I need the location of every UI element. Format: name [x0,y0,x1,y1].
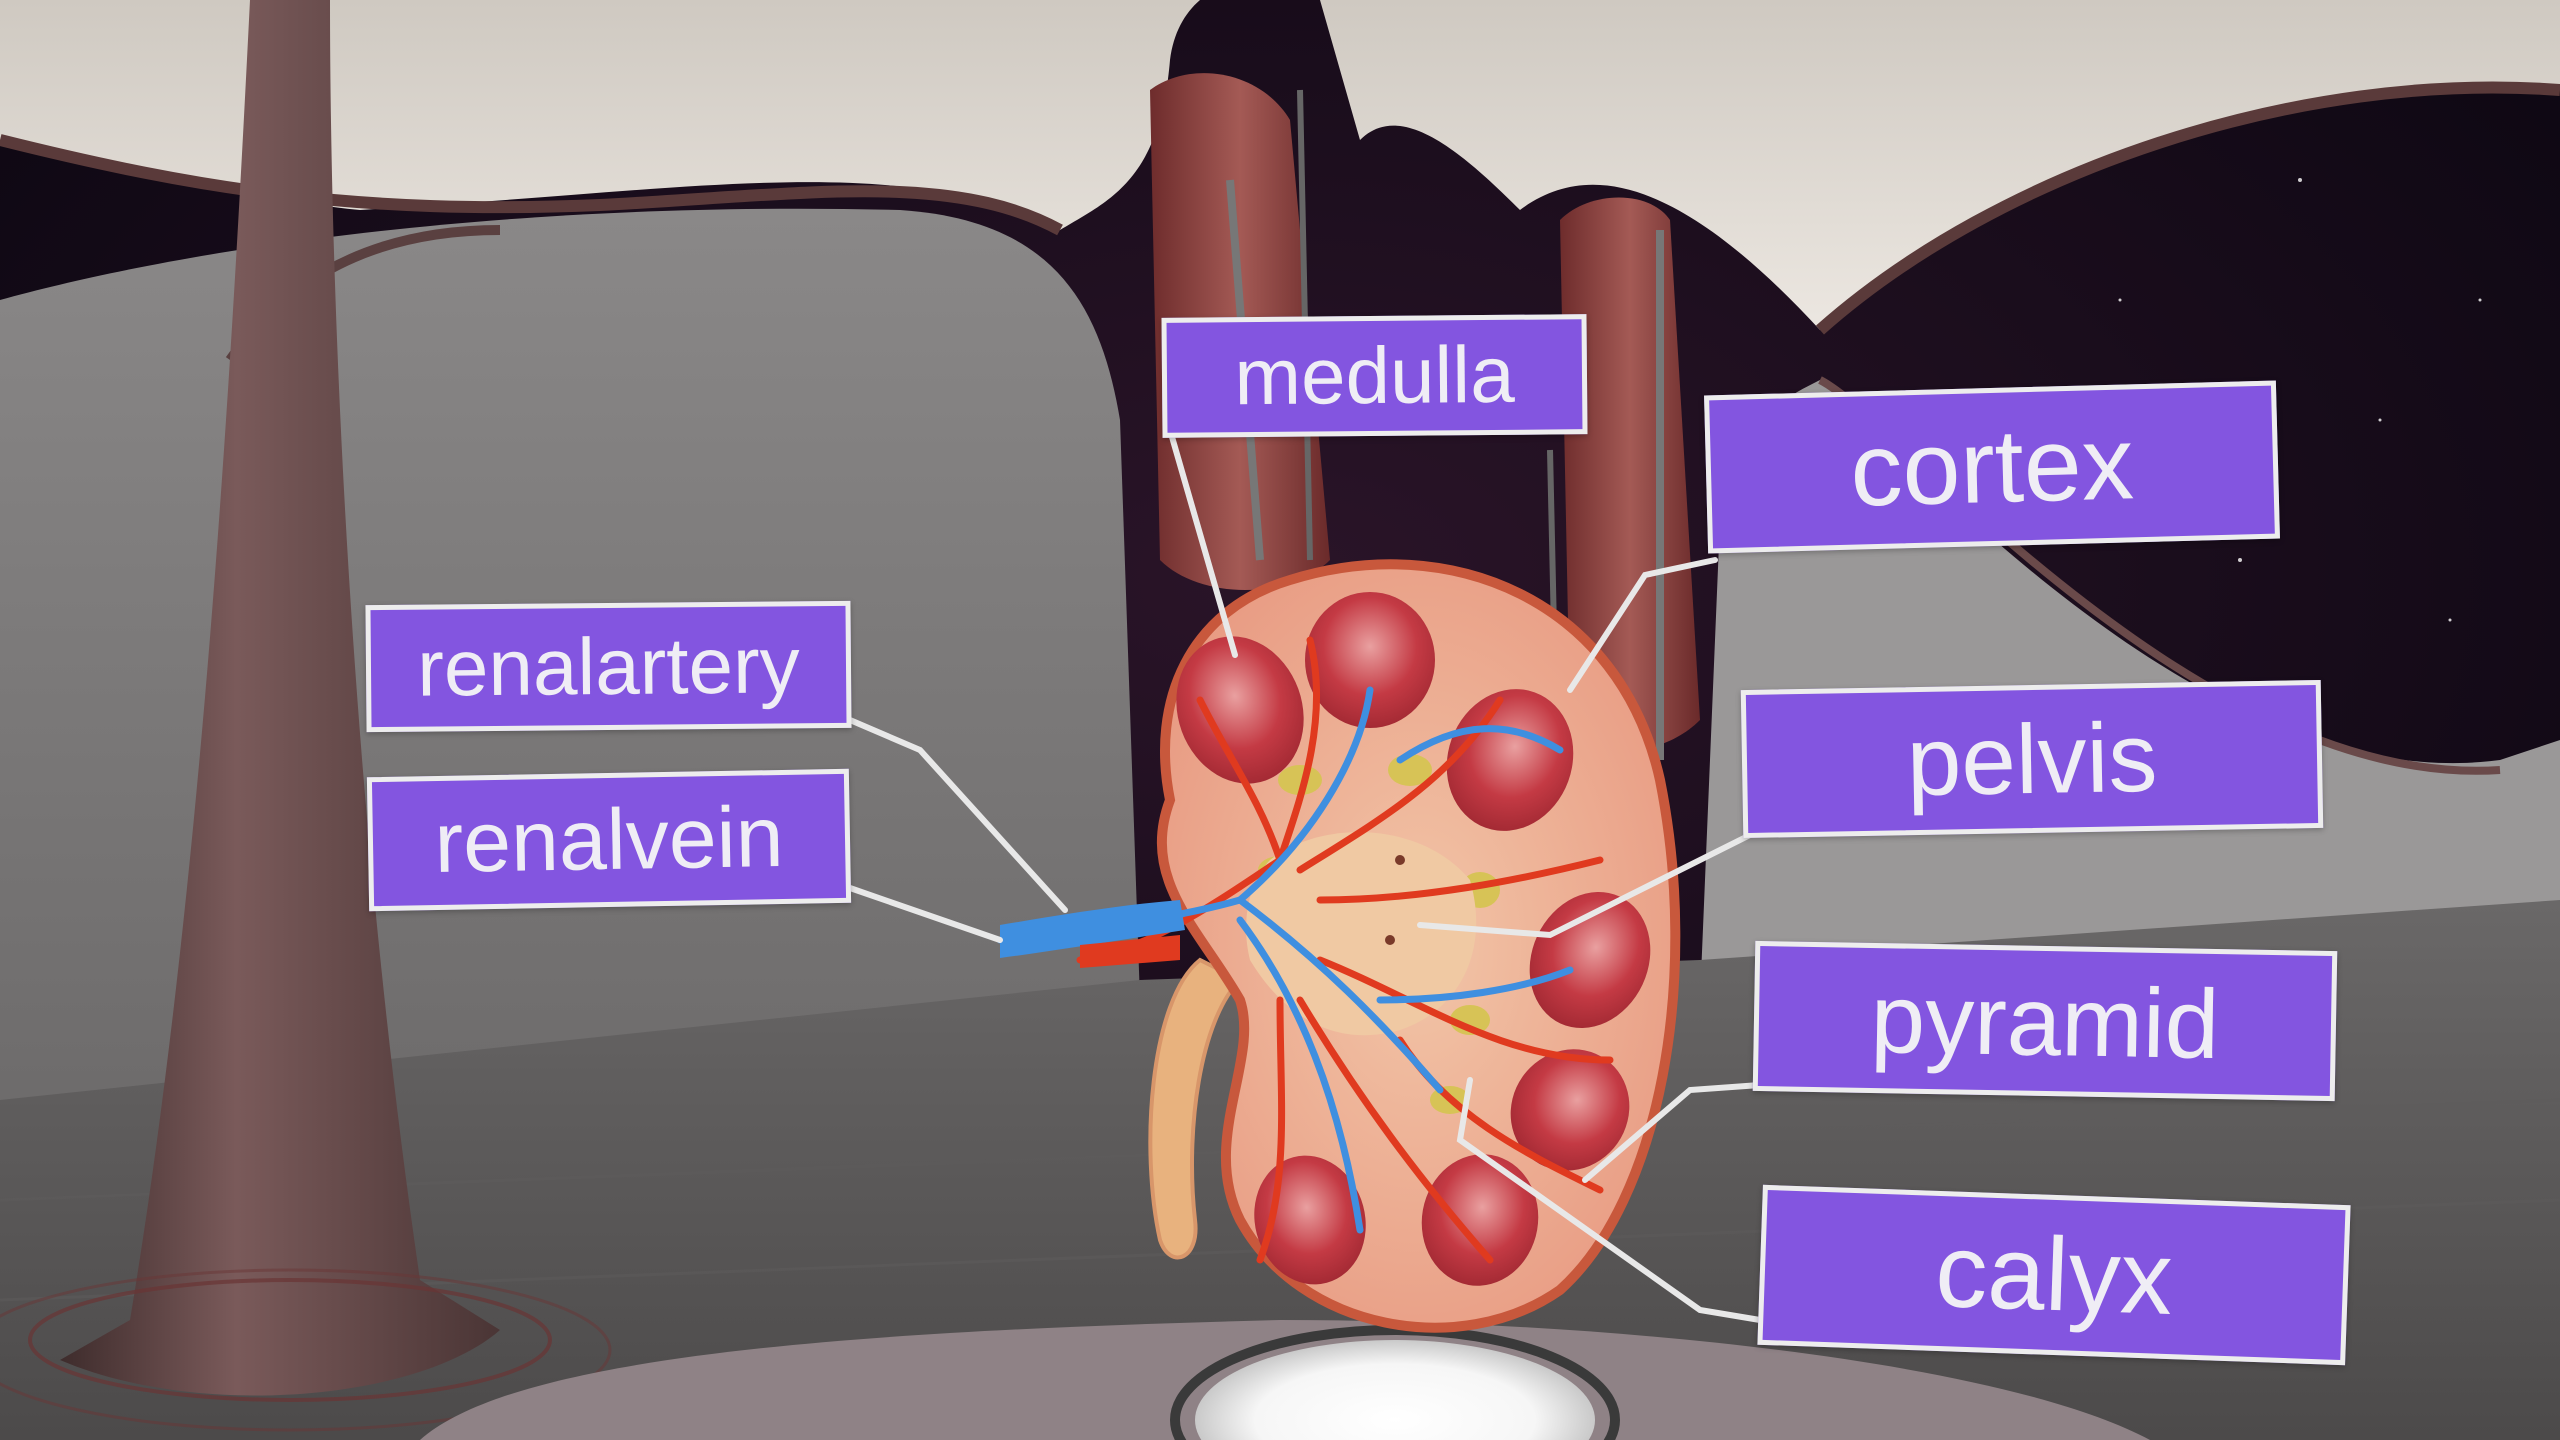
renal-artery-trunk [1080,935,1180,968]
label-medulla-text: medulla [1234,329,1515,422]
label-pelvis[interactable]: pelvis [1740,679,2324,839]
leader-pyramid [1582,1082,1763,1183]
ceiling [0,0,2560,330]
renal-vein-trunk [1000,900,1185,958]
label-renal-vein[interactable]: renalvein [366,768,852,912]
right-column [1560,197,1700,750]
label-calyx-text: calyx [1933,1212,2175,1337]
label-calyx[interactable]: calyx [1757,1184,2351,1366]
left-pillar [60,0,500,1396]
label-medulla[interactable]: medulla [1161,314,1588,438]
label-pyramid-text: pyramid [1869,962,2221,1079]
leader-medulla [1167,427,1238,658]
ureter [1148,957,1244,1260]
label-renal-artery-text: renalartery [416,619,801,713]
leader-lines [847,427,1763,1323]
veins [996,686,1574,1234]
label-pyramid[interactable]: pyramid [1752,940,2338,1102]
label-renal-vein-text: renalvein [433,788,785,891]
leader-renalvein [847,885,1003,943]
kidney-model [996,559,1681,1333]
label-renal-artery[interactable]: renalartery [365,600,852,733]
leader-renalartery [847,717,1068,913]
leader-calyx [1456,1077,1763,1323]
leader-pelvis [1417,832,1753,939]
pyramids [1176,592,1651,1286]
leader-cortex [1567,557,1718,693]
pedestal-light [1195,1340,1595,1440]
label-cortex[interactable]: cortex [1704,380,2280,554]
label-pelvis-text: pelvis [1905,701,2159,816]
arteries [1076,636,1614,1264]
label-cortex-text: cortex [1848,404,2136,529]
renal-pelvis [1246,832,1477,1036]
